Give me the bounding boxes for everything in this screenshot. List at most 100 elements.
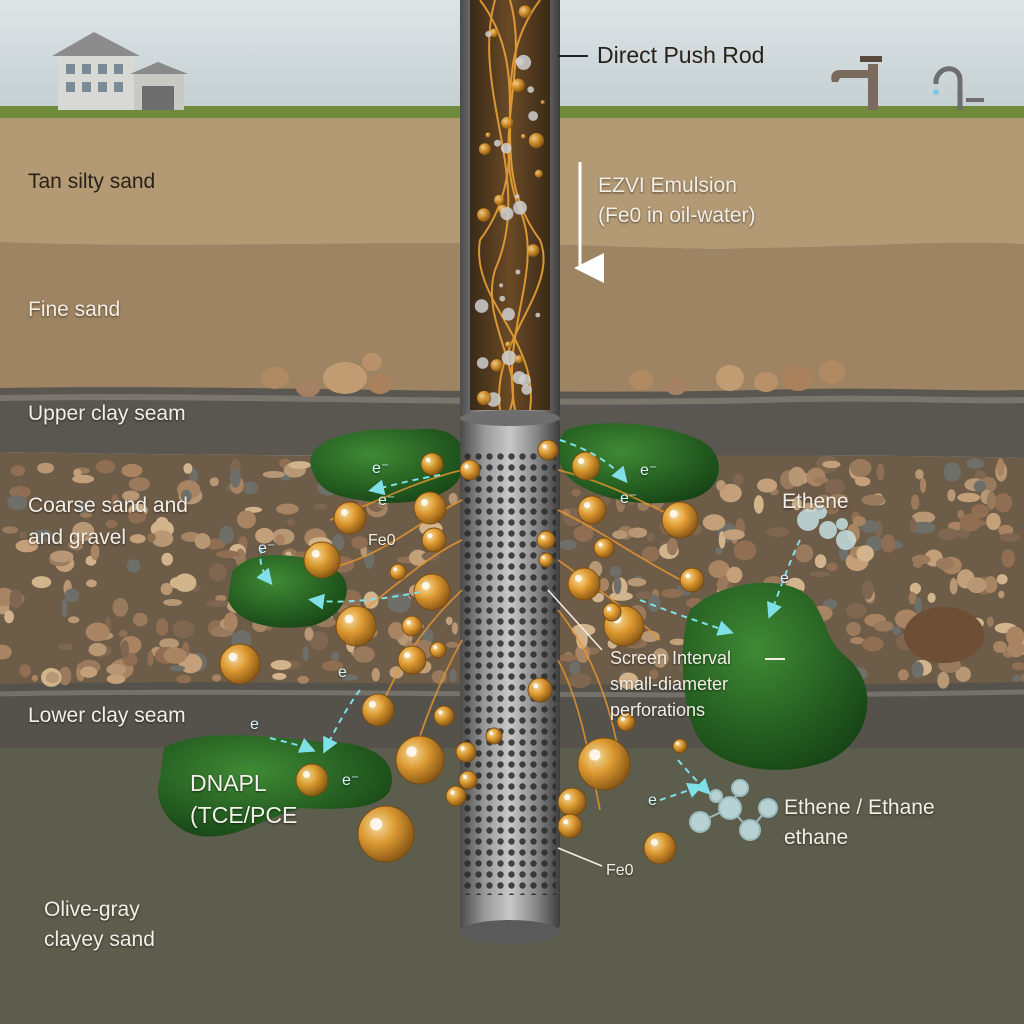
gravel-stone bbox=[68, 616, 80, 624]
gravel-stone bbox=[10, 465, 26, 477]
fe0-bubble-highlight bbox=[584, 502, 591, 509]
label-tan-silty-sand: Tan silty sand bbox=[28, 170, 156, 193]
gravel-stone bbox=[647, 594, 661, 613]
gravel-stone bbox=[194, 533, 211, 550]
gravel-stone bbox=[112, 597, 129, 617]
electron-symbol: e bbox=[648, 792, 657, 809]
gravel-stone bbox=[129, 534, 146, 544]
gravel-stone bbox=[909, 517, 917, 533]
gravel-stone bbox=[849, 458, 872, 478]
gravel-stone bbox=[19, 531, 27, 539]
fe0-bubble-highlight bbox=[427, 533, 433, 539]
gravel-stone bbox=[163, 647, 187, 664]
gravel-stone bbox=[37, 462, 55, 474]
gravel-stone bbox=[715, 547, 723, 556]
gravel-stone bbox=[106, 664, 126, 675]
fe0-bubble bbox=[593, 537, 615, 559]
gravel-stone bbox=[33, 529, 54, 542]
gravel-stone bbox=[911, 554, 931, 565]
label-ethene-upper: Ethene bbox=[782, 490, 849, 513]
gravel-stone bbox=[446, 641, 459, 648]
rod-droplet bbox=[499, 283, 504, 288]
fe0-bubble-highlight bbox=[589, 749, 601, 761]
gravel-stone bbox=[255, 527, 274, 544]
gravel-stone bbox=[795, 544, 814, 563]
label-lower-clay-seam: Lower clay seam bbox=[28, 704, 186, 727]
gravel-stone bbox=[920, 477, 927, 493]
gravel-stone bbox=[973, 480, 987, 493]
gravel-stone bbox=[2, 526, 19, 534]
gravel-stone bbox=[409, 549, 428, 566]
gravel-stone bbox=[666, 538, 678, 556]
rod-droplet bbox=[502, 307, 515, 321]
gravel-stone bbox=[88, 642, 107, 657]
gravel-stone bbox=[9, 486, 31, 499]
gravel-stone bbox=[313, 503, 328, 510]
gravel-stone bbox=[881, 534, 896, 553]
gravel-stone bbox=[229, 468, 241, 488]
gravel-stone bbox=[892, 626, 902, 636]
fe0-bubble bbox=[571, 451, 601, 481]
rod-droplet bbox=[528, 133, 545, 149]
fe0-bubble bbox=[577, 737, 631, 791]
gravel-stone bbox=[58, 666, 72, 686]
gravel-stone bbox=[862, 636, 884, 652]
gravel-stone bbox=[726, 566, 743, 584]
fe0-lower-leader-line bbox=[557, 847, 603, 867]
fe0-bubble bbox=[333, 501, 367, 535]
gravel-stone bbox=[618, 672, 639, 690]
gravel-stone bbox=[609, 565, 622, 577]
rod-droplet bbox=[476, 357, 489, 369]
label-olive-gray: Olive-gray bbox=[44, 898, 140, 921]
electron-symbol: e bbox=[780, 570, 789, 587]
gravel-stone bbox=[912, 511, 936, 524]
gravel-stone bbox=[649, 669, 659, 680]
label-dnapl: DNAPL bbox=[190, 770, 267, 796]
gravel-stone bbox=[646, 532, 655, 542]
gravel-stone bbox=[341, 674, 358, 681]
fe0-bubble bbox=[433, 705, 455, 727]
fe0-bubble-highlight bbox=[533, 683, 539, 689]
fe0-bubble bbox=[577, 495, 607, 525]
gravel-stone bbox=[874, 620, 894, 632]
gravel-stone bbox=[275, 534, 285, 546]
gravel-stone bbox=[128, 477, 150, 492]
fe0-bubble-highlight bbox=[302, 770, 310, 778]
gravel-stone bbox=[121, 463, 143, 478]
gravel-stone bbox=[571, 488, 581, 497]
fe0-bubble-highlight bbox=[450, 790, 455, 795]
gravel-stone bbox=[908, 591, 917, 605]
gravel-stone bbox=[915, 469, 924, 480]
gravel-stone bbox=[297, 675, 310, 684]
gravel-stone bbox=[753, 495, 764, 514]
gravel-stone bbox=[31, 675, 38, 682]
fe0-bubble bbox=[679, 567, 705, 593]
gravel-stone bbox=[223, 612, 238, 632]
fe0-bubble-highlight bbox=[425, 457, 431, 463]
gravel-stone bbox=[559, 539, 577, 550]
label-fe0-lower: Fe0 bbox=[606, 862, 634, 879]
gravel-stone bbox=[826, 562, 838, 572]
gravel-stone bbox=[861, 580, 874, 600]
fe0-bubble-highlight bbox=[228, 652, 238, 662]
fe0-bubble-highlight bbox=[676, 742, 679, 745]
gravel-stone bbox=[708, 560, 730, 579]
fe0-bubble bbox=[335, 605, 377, 647]
gravel-stone bbox=[983, 576, 998, 594]
fe0-bubble bbox=[357, 805, 415, 863]
gravel-stone bbox=[90, 543, 100, 561]
gravel-stone bbox=[4, 610, 14, 624]
gravel-stone bbox=[449, 668, 457, 683]
gravel-stone bbox=[272, 672, 287, 680]
gravel-stone bbox=[556, 654, 578, 662]
gravel-stone bbox=[209, 563, 227, 582]
fe0-bubble-highlight bbox=[393, 567, 398, 571]
label-ezvi-emulsion: EZVI Emulsion bbox=[598, 174, 737, 197]
rod-droplet bbox=[528, 111, 538, 121]
fe0-bubble-highlight bbox=[344, 614, 354, 624]
rod-droplet bbox=[540, 100, 545, 105]
gravel-stone bbox=[635, 653, 644, 660]
electron-symbol: e⁻ bbox=[258, 540, 276, 557]
gravel-stone bbox=[388, 622, 405, 640]
